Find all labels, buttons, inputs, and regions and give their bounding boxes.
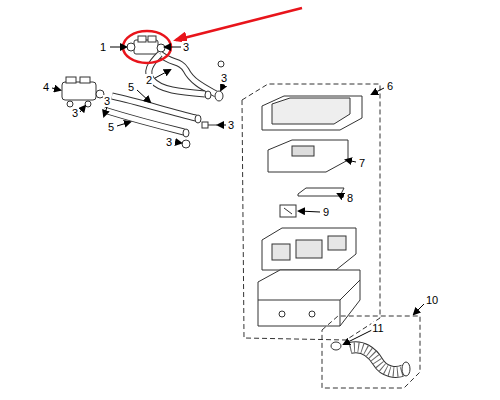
bellows-hose [331, 342, 410, 376]
callout-number: 2 [145, 74, 153, 86]
callout-number: 3 [220, 72, 228, 84]
clamp [182, 61, 224, 148]
callout-number: 3 [71, 107, 79, 119]
callout-number: 3 [227, 119, 235, 131]
callout-number: 5 [127, 81, 135, 93]
callout-number: 3 [165, 136, 173, 148]
leader-lines [52, 47, 424, 344]
group-outline [322, 316, 420, 388]
callout-number: 3 [103, 95, 111, 107]
hose [104, 96, 201, 137]
callout-number: 7 [358, 157, 366, 169]
water-valve [127, 36, 165, 54]
siphon-cap [280, 205, 296, 217]
callout-number: 8 [346, 192, 354, 204]
callout-number: 3 [182, 41, 190, 53]
dispenser-housing [258, 270, 360, 326]
callout-number: 10 [425, 294, 439, 306]
dispenser-lid [262, 96, 362, 130]
siphon-cover [298, 188, 344, 196]
callout-number: 4 [42, 81, 50, 93]
callout-number: 9 [322, 206, 330, 218]
callout-number: 5 [107, 121, 115, 133]
highlight-circle [123, 31, 171, 63]
screw [202, 122, 217, 128]
callout-number: 1 [99, 41, 107, 53]
dispenser-plate [268, 140, 348, 172]
group-outline [242, 84, 380, 340]
callout-number: 11 [371, 322, 384, 334]
callout-number: 6 [386, 80, 394, 92]
highlight-arrow [176, 8, 302, 40]
water-valve [62, 77, 104, 107]
dispenser-drawer [262, 228, 356, 270]
